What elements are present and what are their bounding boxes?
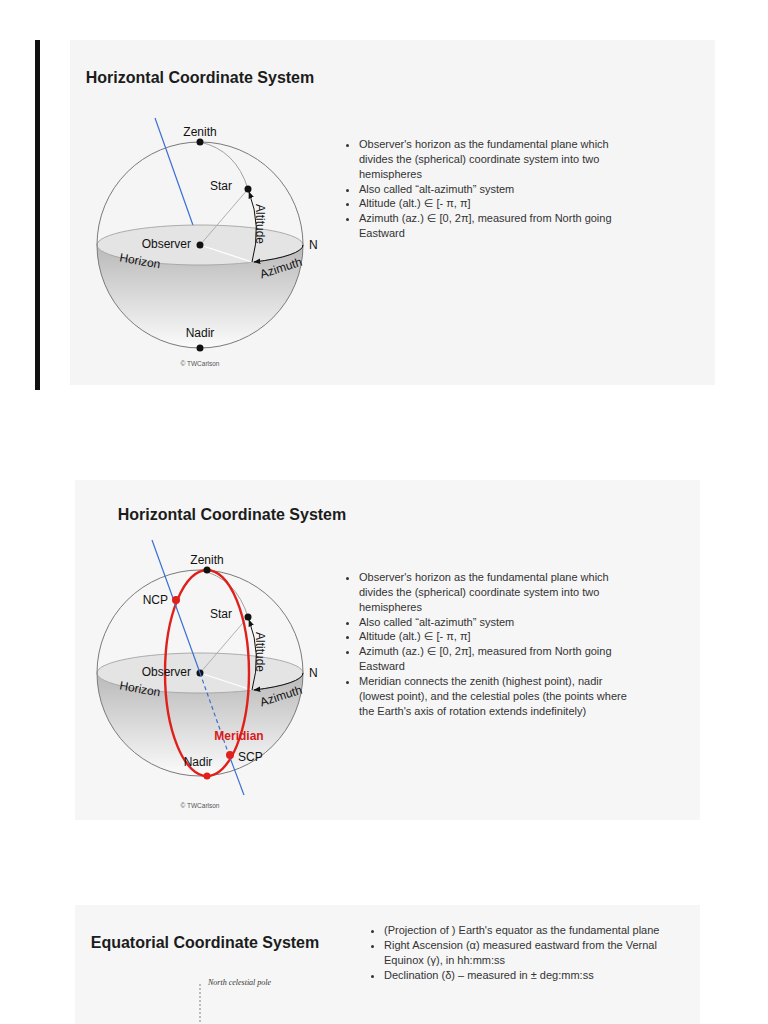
diagram-label: N <box>309 239 318 251</box>
diagram-label: Horizon <box>119 252 162 271</box>
zenith-dot <box>197 139 204 146</box>
diagram-label: Altitude <box>254 204 266 244</box>
nadir-dot <box>204 773 211 780</box>
bullet-item: Azimuth (az.) ∈ [0, 2π], measured from N… <box>359 644 634 674</box>
axis-line-hidden <box>200 673 229 755</box>
zenith-dot <box>204 567 211 574</box>
bullet-item: Observer's horizon as the fundamental pl… <box>359 570 634 615</box>
bullet-list: Observer's horizon as the fundamental pl… <box>345 137 629 241</box>
copyright-note: © TWCarlson <box>181 803 220 810</box>
diagram-label: Nadir <box>186 327 215 339</box>
slide-title: Horizontal Coordinate System <box>112 505 352 525</box>
ncp-dot <box>172 596 180 604</box>
bullet-item: Altitude (alt.) ∈ [- π, π] <box>359 629 634 644</box>
diagram-label: Azimuth <box>259 256 304 281</box>
diagram-label: Observer <box>142 238 191 250</box>
scp-dot <box>226 751 234 759</box>
bullet-list: Observer's horizon as the fundamental pl… <box>345 570 634 718</box>
sphere-figure <box>97 142 303 348</box>
diagram-label: N <box>309 667 318 679</box>
slide-title: Horizontal Coordinate System <box>80 68 320 88</box>
slide-ground <box>75 480 700 820</box>
nadir-dot <box>197 345 204 352</box>
slide-ground <box>70 40 715 385</box>
bullet-item: Also called “alt-azimuth” system <box>359 615 634 630</box>
bullet-item: Azimuth (az.) ∈ [0, 2π], measured from N… <box>359 211 629 241</box>
diagram-label: Zenith <box>183 126 216 138</box>
slide-panel: Horizontal Coordinate SystemObserver's h… <box>70 40 715 385</box>
slide-panel: Horizontal Coordinate SystemObserver's h… <box>75 480 700 820</box>
diagram-label: Star <box>210 180 232 192</box>
diagram-label: Nadir <box>184 756 213 768</box>
bullet-item: (Projection of ) Earth's equator as the … <box>384 923 684 938</box>
diagram-label: Meridian <box>214 730 263 742</box>
bullet-item: Also called “alt-azimuth” system <box>359 182 629 197</box>
bullet-item: Declination (δ) – measured in ± deg:mm:s… <box>384 968 684 983</box>
diagram-label: Horizon <box>119 680 162 699</box>
diagram-label: Azimuth <box>259 684 304 709</box>
bullet-item: Observer's horizon as the fundamental pl… <box>359 137 629 182</box>
slide-title: Equatorial Coordinate System <box>85 933 325 953</box>
pole-axis <box>200 984 201 1024</box>
bullet-item: Right Ascension (α) measured eastward fr… <box>384 938 684 968</box>
bullet-item: Meridian connects the zenith (highest po… <box>359 674 634 719</box>
side-bar <box>35 40 40 390</box>
diagram-label: NCP <box>143 594 168 606</box>
copyright-note: © TWCarlson <box>181 361 220 368</box>
diagram-label: Star <box>210 608 232 620</box>
bullet-item: Altitude (alt.) ∈ [- π, π] <box>359 196 629 211</box>
bullet-list: (Projection of ) Earth's equator as the … <box>370 923 684 982</box>
diagram-label: Altitude <box>254 632 266 672</box>
slide-panel: Equatorial Coordinate System (Projection … <box>75 905 700 1024</box>
sphere-figure <box>97 570 303 776</box>
slide-ground <box>75 905 700 1024</box>
diagram-label: Zenith <box>190 554 223 566</box>
diagram-label: North celestial pole <box>208 979 271 987</box>
diagram-label: SCP <box>238 751 263 763</box>
diagram-label: Observer <box>142 666 191 678</box>
